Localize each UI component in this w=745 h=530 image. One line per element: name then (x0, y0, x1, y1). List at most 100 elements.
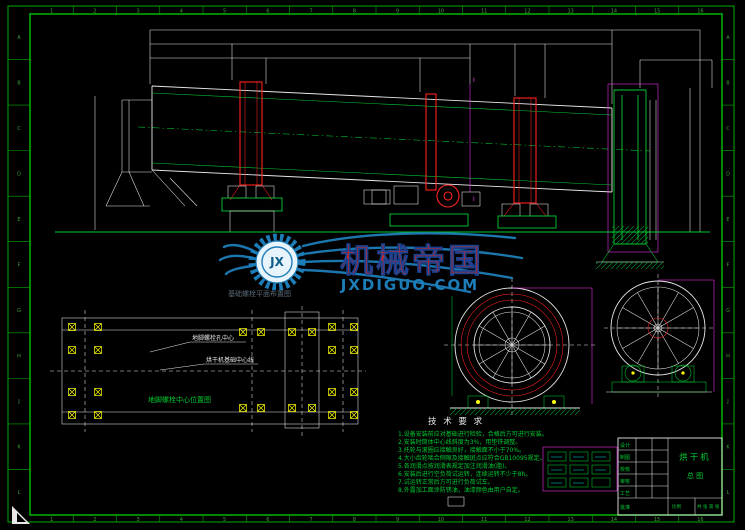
drum-centerline (137, 126, 651, 152)
wing-left-icon (218, 243, 254, 276)
watermark-brand: 机械帝国 (340, 241, 484, 280)
zone-label: F (727, 263, 730, 269)
zone-label: 4 (180, 517, 183, 523)
wheel-spokes (616, 287, 700, 369)
zone-label: 16 (697, 9, 703, 15)
pier (371, 189, 391, 205)
zone-label: 13 (567, 9, 573, 15)
tech-notes: 技 术 要 求 1.设备安装前应对基础进行检验，合格后方可进行安装。 2.安装时… (398, 416, 548, 507)
zone-grid: 1122334455667788991010111112121313141415… (8, 6, 734, 523)
zone-label: C (726, 126, 730, 132)
tyre-spokes (473, 307, 551, 383)
zone-label: 14 (611, 9, 617, 15)
section-mark-top: I (473, 77, 475, 84)
zone-label: 10 (438, 517, 444, 523)
note-line: 8.外露加工面涂防锈油，油漆颜色由用户自定。 (398, 486, 524, 494)
zone-label: 8 (353, 9, 356, 15)
tb-row-label: 批准 (620, 504, 630, 511)
notes-heading: 技 术 要 求 (428, 416, 484, 427)
note-line: 2.安装时筒体中心线斜度为3%，用垫铁调整。 (398, 438, 521, 446)
zone-label: 1 (50, 9, 53, 15)
zone-label: F (18, 263, 21, 269)
watermark-logo: JX 机械帝国 JXDIGUO.COM 基础螺栓平面布置图 (218, 232, 524, 298)
drawing-title: 烘干机 (679, 452, 711, 463)
title-block: 设计 制图 校核 审核 工艺 批准 烘干机 总 图 比例 共 张 第 张 (617, 437, 723, 516)
plan-caption: 地脚螺栓中心位置图 (148, 395, 211, 404)
gear-ring (261, 246, 293, 278)
zone-label: 13 (567, 517, 573, 523)
zone-label: C (17, 126, 21, 132)
note-line: 3.托轮与滚圈应接触良好，接触面不小于70%。 (398, 446, 525, 454)
pier (461, 191, 481, 207)
zone-label: J (726, 399, 728, 405)
watermark-site: JXDIGUO.COM (340, 276, 479, 294)
zone-label: K (726, 445, 730, 451)
zone-label: 6 (266, 9, 269, 15)
zone-label: 6 (266, 517, 269, 523)
tb-row-label: 制图 (620, 454, 630, 461)
zone-label: 15 (654, 517, 660, 523)
roller-station-view (604, 274, 715, 398)
zone-label: 15 (654, 9, 660, 15)
wing-right-icon (301, 232, 524, 294)
tyre-section-view (444, 278, 598, 416)
zone-label: 12 (524, 517, 530, 523)
zone-label: 2 (93, 517, 96, 523)
zone-label: B (726, 80, 730, 86)
stamp-box (447, 496, 465, 507)
zone-label: G (726, 308, 730, 314)
zone-label: D (17, 171, 21, 177)
zone-label: L (727, 490, 730, 496)
zone-label: 11 (481, 9, 487, 15)
feed-end (105, 99, 198, 207)
zone-label: D (726, 171, 730, 177)
plan-label-bolt: 地脚螺栓孔中心 (192, 334, 234, 342)
drum-elevation: I I (55, 29, 713, 269)
zone-label: 7 (310, 517, 313, 523)
zone-label: B (17, 80, 21, 86)
zone-label: 9 (396, 517, 399, 523)
zone-label: H (726, 354, 730, 360)
zone-label: 10 (438, 9, 444, 15)
foundation-plan: 地脚螺栓孔中心 烘干机基础中心线 地脚螺栓中心位置图 (50, 306, 366, 436)
zone-label: 1 (50, 517, 53, 523)
zone-label: A (726, 35, 730, 41)
gear-icon (248, 233, 306, 291)
zone-label: L (18, 490, 21, 496)
fold-mark-icon (12, 506, 30, 524)
zone-label: 5 (223, 517, 226, 523)
gear-drive (363, 93, 469, 227)
plan-caption-top: 基础螺栓平面布置图 (228, 289, 291, 298)
zone-label: 4 (180, 9, 183, 15)
bom-table (542, 446, 618, 492)
note-line: 1.设备安装前应对基础进行检验，合格后方可进行安装。 (398, 430, 548, 438)
zone-label: 11 (481, 517, 487, 523)
drum-shell (151, 85, 613, 193)
tb-scale-label: 比例 (672, 503, 681, 510)
zone-label: H (17, 354, 21, 360)
dimension-lines (94, 29, 713, 232)
zone-label: J (17, 399, 19, 405)
note-line: 6.安装后进行空负荷试运转，连续运转不少于8h。 (398, 470, 531, 478)
zone-label: A (17, 35, 21, 41)
zone-label: E (17, 217, 20, 223)
note-line: 5.各润滑点按润滑表规定加注润滑油(脂)。 (398, 462, 510, 470)
tb-row-label: 校核 (620, 466, 630, 473)
zone-label: G (17, 308, 21, 314)
section-mark-bottom: I (473, 196, 475, 203)
note-line: 4.大小齿轮啮合侧隙及接触斑点应符合GB10095规定。 (398, 454, 546, 462)
zone-label: 9 (396, 9, 399, 15)
tb-row-label: 审核 (620, 478, 630, 485)
drawing-subtitle: 总 图 (687, 471, 703, 480)
zone-label: 12 (524, 9, 530, 15)
zone-label: 7 (310, 9, 313, 15)
zone-label: 2 (93, 9, 96, 15)
zone-label: 3 (137, 517, 140, 523)
zone-label: 8 (353, 517, 356, 523)
plan-label-center: 烘干机基础中心线 (206, 356, 254, 364)
zone-label: 16 (697, 517, 703, 523)
zone-label: 3 (137, 9, 140, 15)
tb-row-label: 工艺 (620, 491, 630, 497)
